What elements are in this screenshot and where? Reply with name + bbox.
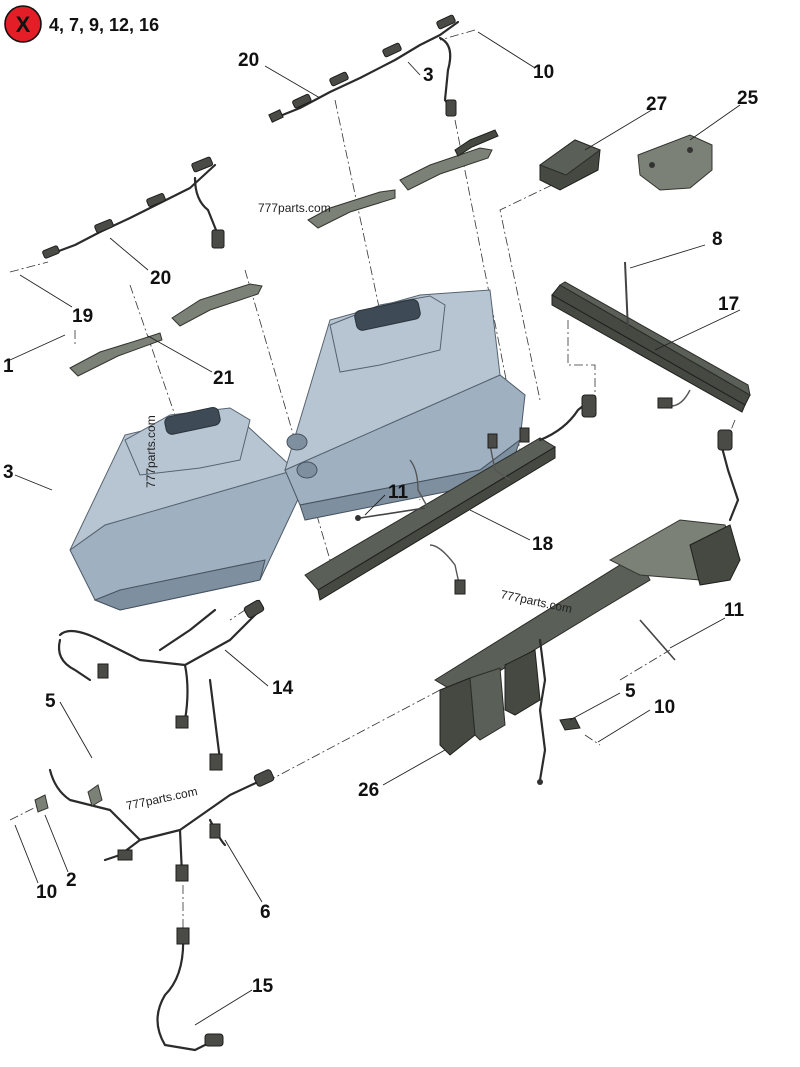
wire-harness-6 — [34, 768, 275, 882]
callout-18: 18 — [532, 534, 553, 555]
callout-14: 14 — [272, 678, 294, 699]
bracket-25 — [637, 134, 713, 191]
callout-11-upper: 11 — [388, 482, 409, 503]
callout-20-left: 20 — [150, 268, 171, 289]
wire-harness-14 — [57, 599, 265, 771]
callout-27: 27 — [646, 94, 667, 115]
callout-15: 15 — [252, 976, 274, 997]
callout-8: 8 — [712, 229, 723, 250]
callout-26: 26 — [358, 780, 379, 801]
wire-harness-20-left — [42, 156, 225, 259]
coil-27 — [538, 139, 602, 191]
callout-3-left: 3 — [3, 462, 14, 483]
exclusion-list: 4, 7, 9, 12, 16 — [49, 15, 159, 35]
wire-harness-20-top — [268, 14, 460, 123]
watermark-3: 777parts.com — [499, 587, 573, 616]
watermark-2: 777parts.com — [144, 415, 158, 488]
callout-17: 17 — [718, 294, 739, 315]
callout-5-left: 5 — [45, 691, 56, 712]
callout-3-top: 3 — [423, 65, 434, 86]
callout-21: 21 — [213, 368, 235, 389]
ignition-assembly-26 — [434, 429, 741, 785]
callout-10-top: 10 — [533, 62, 554, 83]
callout-2: 2 — [66, 870, 77, 891]
intake-manifold — [69, 289, 526, 611]
callout-1: 1 — [3, 356, 14, 377]
callout-10-left: 10 — [36, 882, 57, 903]
callout-6: 6 — [260, 902, 271, 923]
callout-20-top: 20 — [238, 50, 259, 71]
callouts: 20 3 10 27 25 20 19 1 21 8 17 3 11 18 11… — [3, 50, 759, 997]
callout-10-right: 10 — [654, 697, 675, 718]
callout-19: 19 — [72, 306, 93, 327]
exclusion-badge: X 4, 7, 9, 12, 16 — [4, 5, 159, 43]
leader-lines — [9, 31, 741, 1026]
fuel-rail-18 — [304, 394, 597, 601]
brackets-21-upper — [307, 129, 499, 229]
brackets-21-left — [69, 283, 263, 377]
rail-17 — [551, 261, 751, 413]
callout-25: 25 — [737, 88, 759, 109]
watermark-1: 777parts.com — [258, 201, 331, 215]
callout-5-right: 5 — [625, 681, 636, 702]
exclusion-symbol: X — [16, 12, 31, 37]
sensor-15 — [156, 927, 224, 1052]
watermark-4: 777parts.com — [125, 784, 199, 813]
exclusion-x-icon — [4, 5, 42, 43]
callout-11-lower: 11 — [724, 600, 745, 621]
